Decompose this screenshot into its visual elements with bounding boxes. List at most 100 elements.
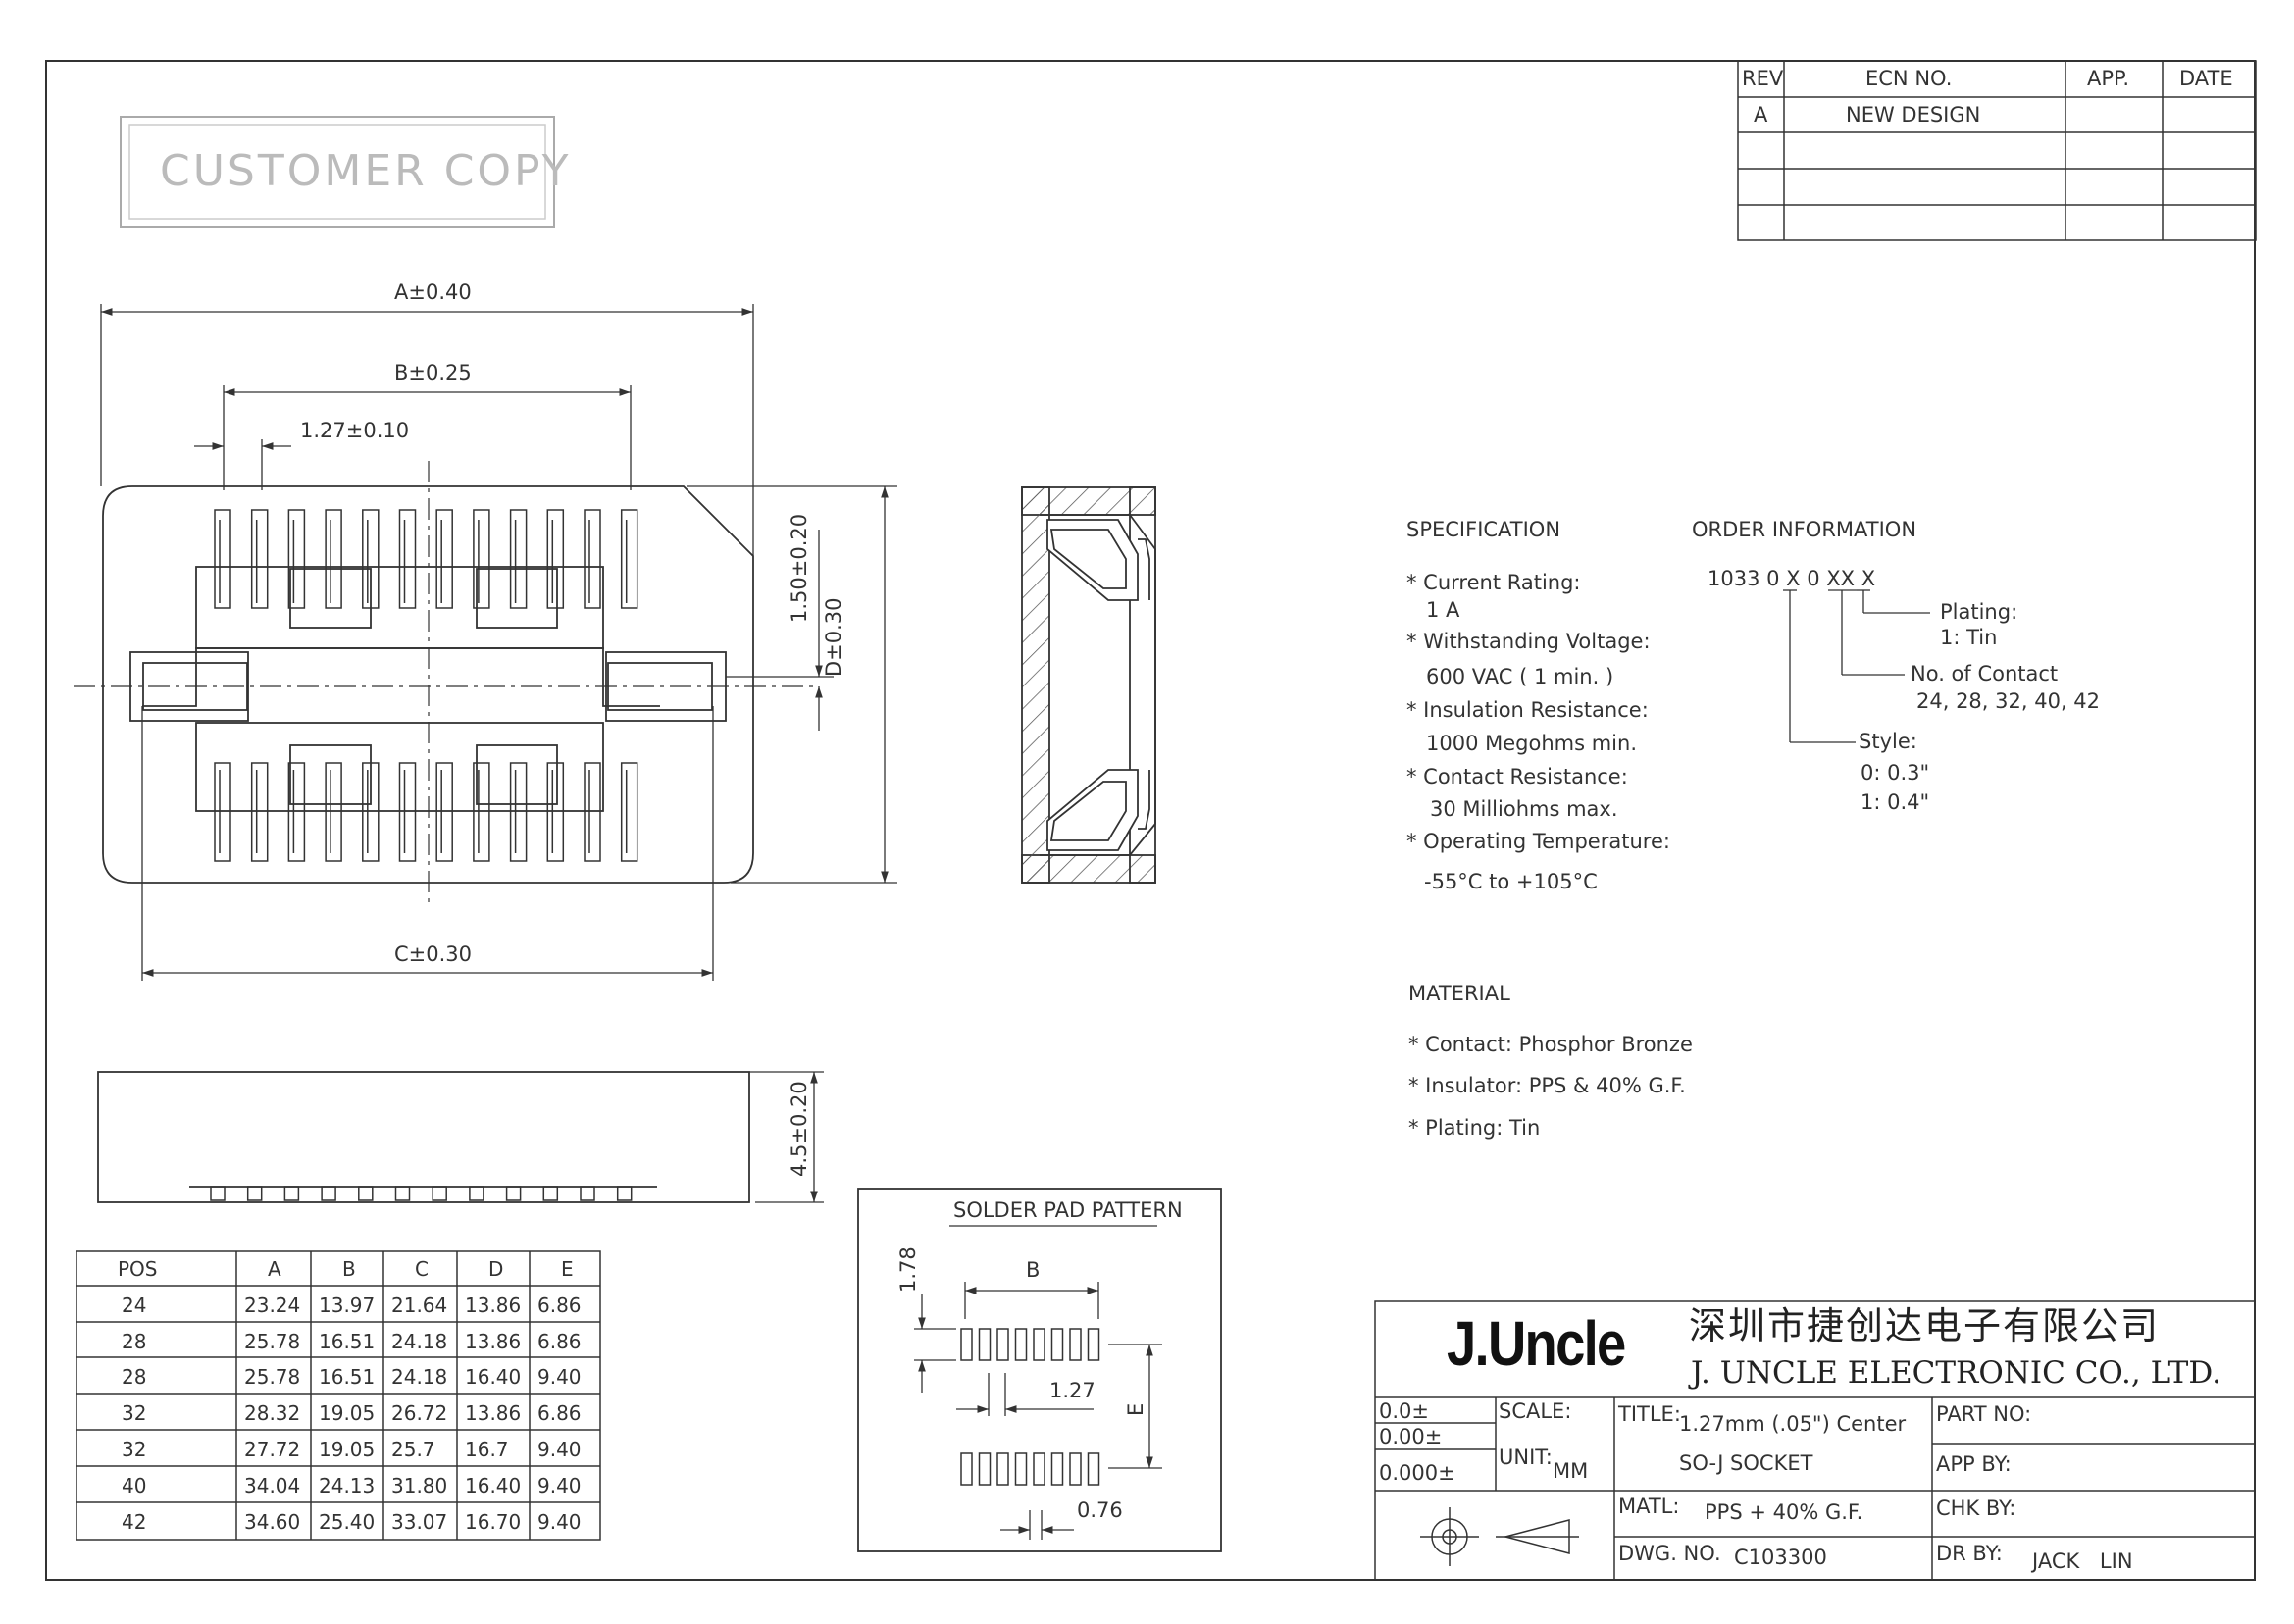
solder-pad [1033, 1328, 1045, 1361]
table-cell: 42 [122, 1510, 147, 1534]
third-angle-projection-icon [1420, 1507, 1579, 1566]
table-header-cell: D [488, 1257, 504, 1281]
dim-b-label: B±0.25 [394, 361, 472, 384]
unit-value: MM [1553, 1459, 1589, 1483]
pin-top [398, 509, 417, 609]
table-cell: 27.72 [244, 1438, 301, 1461]
dim-pitch-label: 1.27±0.10 [300, 419, 410, 442]
pin-foot [246, 1186, 263, 1201]
spec-item-value: 1000 Megohms min. [1426, 732, 1637, 755]
table-frame [76, 1250, 601, 1541]
pin-top [325, 509, 342, 609]
pin-top [250, 509, 269, 609]
table-cell: 34.04 [244, 1474, 301, 1497]
company-name-cn: 深圳市捷创达电子有限公司 [1689, 1304, 2161, 1347]
pad-width-label: 0.76 [1077, 1498, 1123, 1522]
table-cell: 6.86 [537, 1330, 582, 1353]
top-pin-row [214, 509, 638, 609]
pin-bottom [473, 762, 490, 862]
dim-height-label: 4.5±0.20 [788, 1081, 811, 1177]
spec-item-label: * Contact Resistance: [1406, 765, 1628, 788]
pin-bottom [250, 762, 269, 862]
pin-foot [394, 1186, 411, 1201]
table-header-cell: B [342, 1257, 356, 1281]
table-cell: 13.86 [465, 1401, 522, 1425]
dim-c-label: C±0.30 [394, 942, 473, 966]
table-cell: 25.40 [319, 1510, 376, 1534]
title-line-2: SO-J SOCKET [1679, 1451, 1813, 1475]
dim-d-label: D±0.30 [822, 597, 845, 677]
pin-bottom [546, 762, 565, 862]
table-cell: 9.40 [537, 1365, 582, 1389]
pin-top [473, 509, 490, 609]
spec-item-value: -55°C to +105°C [1424, 870, 1598, 893]
solder-pad [1087, 1452, 1100, 1486]
brand-logo: J.Uncle [1447, 1308, 1626, 1379]
table-cell: 40 [122, 1474, 147, 1497]
table-cell: 25.78 [244, 1365, 301, 1389]
table-cell: 16.51 [319, 1330, 376, 1353]
spec-item-label: * Current Rating: [1406, 571, 1581, 594]
pin-foot [358, 1186, 374, 1201]
order-style-value: 1: 0.4" [1861, 790, 1930, 814]
title-label: TITLE: [1618, 1402, 1681, 1426]
solder-pad [996, 1452, 1009, 1486]
solder-pad-frame [857, 1188, 1222, 1552]
matl-label: MATL: [1618, 1495, 1680, 1518]
table-cell: 19.05 [319, 1438, 376, 1461]
material-item: * Plating: Tin [1408, 1116, 1541, 1140]
table-cell: 24.18 [391, 1330, 448, 1353]
scale-label: SCALE: [1499, 1399, 1572, 1423]
matl-value: PPS + 40% G.F. [1705, 1500, 1863, 1524]
table-cell: 24.18 [391, 1365, 448, 1389]
table-cell: 28 [122, 1365, 147, 1389]
solder-pad [1050, 1328, 1064, 1361]
table-cell: 24.13 [319, 1474, 376, 1497]
solder-pad [960, 1452, 973, 1486]
pin-top [584, 509, 601, 609]
pin-foot [542, 1186, 559, 1201]
top-view [74, 461, 819, 907]
table-cell: 13.86 [465, 1330, 522, 1353]
solder-pad [996, 1328, 1009, 1361]
table-cell: 25.78 [244, 1330, 301, 1353]
spec-item-value: 1 A [1426, 598, 1460, 622]
company-name-en: J. UNCLE ELECTRONIC CO., LTD. [1691, 1355, 2221, 1391]
table-header-cell: C [415, 1257, 429, 1281]
pin-foot [283, 1186, 300, 1201]
table-cell: 13.86 [465, 1294, 522, 1317]
rev-header: REV [1742, 67, 1784, 90]
table-cell: 34.60 [244, 1510, 301, 1534]
table-header-cell: E [561, 1257, 574, 1281]
table-cell: 9.40 [537, 1438, 582, 1461]
solder-pad [978, 1452, 992, 1486]
dimension-table-grid [76, 1250, 601, 1541]
material-item: * Insulator: PPS & 40% G.F. [1408, 1074, 1686, 1097]
order-plating-value: 1: Tin [1940, 626, 1998, 649]
pin-foot [210, 1186, 226, 1201]
table-cell: 16.70 [465, 1510, 522, 1534]
solder-pad [1014, 1328, 1028, 1361]
table-cell: 23.24 [244, 1294, 301, 1317]
table-cell: 32 [122, 1401, 147, 1425]
customer-copy-stamp-text: CUSTOMER COPY [160, 146, 572, 196]
spec-item-label: * Withstanding Voltage: [1406, 630, 1651, 653]
front-view [97, 1071, 824, 1203]
table-cell: 24 [122, 1294, 147, 1317]
spec-item-value: 30 Milliohms max. [1430, 797, 1618, 821]
pin-top [435, 509, 453, 609]
ecn-header: ECN NO. [1865, 67, 1953, 90]
pin-bottom [325, 762, 342, 862]
table-cell: 16.7 [465, 1438, 509, 1461]
solder-pad-dimensions [914, 1282, 1162, 1540]
solder-pad-title: SOLDER PAD PATTERN [953, 1198, 1183, 1222]
pin-top [509, 509, 528, 609]
table-header-cell: POS [118, 1257, 158, 1281]
side-section-view [1021, 486, 1156, 884]
pin-top [546, 509, 565, 609]
pin-bottom [584, 762, 601, 862]
unit-label: UNIT: [1499, 1446, 1553, 1469]
date-header: DATE [2179, 67, 2233, 90]
table-cell: 31.80 [391, 1474, 448, 1497]
solder-pad [1087, 1328, 1100, 1361]
